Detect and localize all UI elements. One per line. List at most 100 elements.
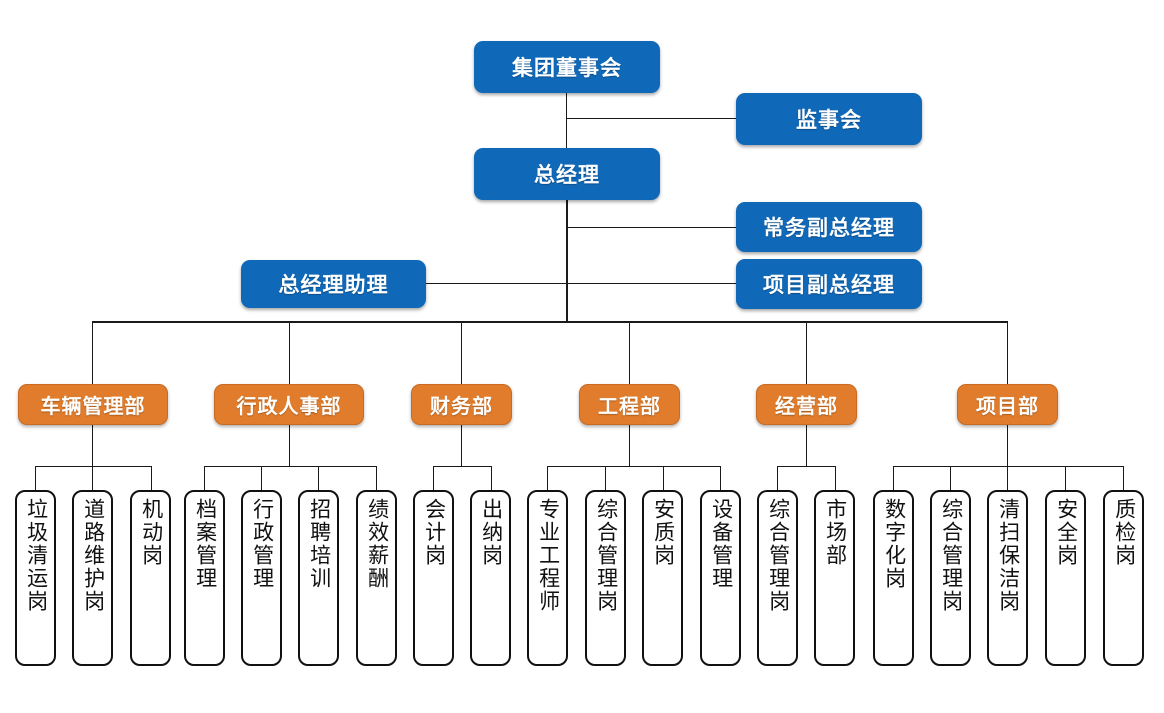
leaf-position-digitalization-label: 数字化岗 — [882, 498, 906, 590]
connector-dept-6-leaf-5 — [1123, 466, 1124, 490]
leaf-position-recruitment-training-label: 招聘培训 — [307, 498, 331, 590]
leaf-position-quality-inspection[interactable]: 质检岗 — [1103, 490, 1144, 666]
connector-bus-to-dept-1 — [92, 321, 93, 384]
leaf-position-accounting[interactable]: 会计岗 — [413, 490, 454, 666]
leaf-position-operations-general-management[interactable]: 综合管理岗 — [757, 490, 798, 666]
leaf-position-archive-management-label: 档案管理 — [193, 498, 217, 590]
leaf-position-performance-compensation[interactable]: 绩效薪酬 — [356, 490, 397, 666]
node-executive-deputy-gm-label: 常务副总经理 — [763, 217, 895, 240]
connector-bus-to-dept-2 — [289, 321, 290, 384]
leaf-position-cleaning-sanitation-label: 清扫保洁岗 — [996, 498, 1020, 613]
connector-dept-2-leaf-1 — [204, 466, 205, 490]
connector-dept-1-leaf-2 — [92, 466, 93, 490]
connector-dept-2-leaf-4 — [376, 466, 377, 490]
leaf-position-garbage-transport-label: 垃圾清运岗 — [24, 498, 48, 613]
connector-dept-3-leaf-1 — [433, 466, 434, 490]
leaf-position-garbage-transport[interactable]: 垃圾清运岗 — [15, 490, 56, 666]
connector-board-to-gm — [566, 92, 567, 150]
node-gm-assistant-label: 总经理助理 — [278, 274, 389, 297]
leaf-position-marketing[interactable]: 市场部 — [814, 490, 855, 666]
connector-dept-2-leaf-2 — [261, 466, 262, 490]
node-department-vehicle-management-label: 车辆管理部 — [40, 396, 146, 418]
connector-dept-5-leaf-1 — [777, 466, 778, 490]
node-department-admin-hr[interactable]: 行政人事部 — [214, 384, 364, 425]
leaf-position-recruitment-training[interactable]: 招聘培训 — [298, 490, 339, 666]
node-department-operations-label: 经营部 — [775, 396, 838, 418]
node-department-finance[interactable]: 财务部 — [411, 384, 512, 425]
node-supervisory-board[interactable]: 监事会 — [736, 93, 922, 145]
leaf-position-performance-compensation-label: 绩效薪酬 — [365, 498, 389, 590]
connector-dept-5-leaf-2 — [835, 466, 836, 490]
leaf-position-operations-general-management-label: 综合管理岗 — [766, 498, 790, 613]
node-executive-deputy-gm[interactable]: 常务副总经理 — [736, 202, 922, 252]
leaf-position-quality-inspection-label: 质检岗 — [1112, 498, 1136, 567]
node-general-manager-label: 总经理 — [534, 164, 600, 187]
node-department-engineering-label: 工程部 — [598, 396, 661, 418]
connector-dept-4-leaf-1 — [547, 466, 548, 490]
node-gm-assistant[interactable]: 总经理助理 — [241, 260, 426, 308]
leaf-position-project-general-management[interactable]: 综合管理岗 — [930, 490, 971, 666]
connector-dept-6-stem — [1007, 424, 1008, 466]
leaf-position-equipment-management[interactable]: 设备管理 — [700, 490, 741, 666]
connector-dept-4-leaf-2 — [605, 466, 606, 490]
leaf-position-project-general-management-label: 综合管理岗 — [939, 498, 963, 613]
leaf-position-professional-engineer-label: 专业工程师 — [536, 498, 560, 613]
node-board-of-directors-label: 集团董事会 — [512, 57, 622, 80]
connector-dept-4-bar — [547, 466, 720, 467]
leaf-position-digitalization[interactable]: 数字化岗 — [873, 490, 914, 666]
leaf-position-safety[interactable]: 安全岗 — [1045, 490, 1086, 666]
connector-dept-6-leaf-4 — [1065, 466, 1066, 490]
node-department-operations[interactable]: 经营部 — [756, 384, 857, 425]
connector-dept-1-stem — [92, 424, 93, 466]
node-department-project[interactable]: 项目部 — [957, 384, 1058, 425]
connector-bus-to-dept-3 — [461, 321, 462, 384]
node-general-manager[interactable]: 总经理 — [474, 148, 660, 200]
node-project-deputy-gm[interactable]: 项目副总经理 — [736, 259, 922, 309]
leaf-position-equipment-management-label: 设备管理 — [709, 498, 733, 590]
leaf-position-archive-management[interactable]: 档案管理 — [184, 490, 225, 666]
connector-dept-4-leaf-3 — [663, 466, 664, 490]
leaf-position-professional-engineer[interactable]: 专业工程师 — [527, 490, 568, 666]
leaf-position-safety-quality[interactable]: 安质岗 — [642, 490, 683, 666]
node-department-project-label: 项目部 — [976, 396, 1039, 418]
leaf-position-engineering-general-management[interactable]: 综合管理岗 — [585, 490, 626, 666]
node-board-of-directors[interactable]: 集团董事会 — [474, 41, 660, 93]
leaf-position-engineering-general-management-label: 综合管理岗 — [594, 498, 618, 613]
connector-dept-5-stem — [806, 424, 807, 466]
connector-bus-to-dept-6 — [1007, 321, 1008, 384]
node-project-deputy-gm-label: 项目副总经理 — [763, 274, 895, 297]
leaf-position-cleaning-sanitation[interactable]: 清扫保洁岗 — [987, 490, 1028, 666]
connector-dept-2-bar — [204, 466, 376, 467]
connector-dept-6-leaf-2 — [950, 466, 951, 490]
connector-bus-to-dept-5 — [806, 321, 807, 384]
leaf-position-flexible-duty[interactable]: 机动岗 — [130, 490, 171, 666]
connector-dept-4-stem — [629, 424, 630, 466]
connector-dept-6-leaf-1 — [893, 466, 894, 490]
connector-dept-2-leaf-3 — [318, 466, 319, 490]
node-department-vehicle-management[interactable]: 车辆管理部 — [18, 384, 168, 425]
leaf-position-road-maintenance-label: 道路维护岗 — [81, 498, 105, 613]
connector-gm-trunk — [566, 199, 568, 322]
leaf-position-admin-management[interactable]: 行政管理 — [241, 490, 282, 666]
leaf-position-safety-label: 安全岗 — [1054, 498, 1078, 567]
connector-dept-4-leaf-4 — [720, 466, 721, 490]
node-department-engineering[interactable]: 工程部 — [579, 384, 680, 425]
connector-gm-to-project-deputy — [566, 283, 737, 284]
connector-gm-to-exec-deputy — [566, 227, 737, 228]
connector-dept-6-leaf-3 — [1007, 466, 1008, 490]
connector-dept-2-stem — [289, 424, 290, 466]
connector-dept-3-bar — [433, 466, 491, 467]
leaf-position-cashier[interactable]: 出纳岗 — [470, 490, 511, 666]
leaf-position-marketing-label: 市场部 — [823, 498, 847, 567]
connector-gm-assistant-to-trunk — [425, 283, 567, 284]
connector-dept-1-leaf-1 — [35, 466, 36, 490]
connector-department-bus — [92, 321, 1008, 323]
leaf-position-road-maintenance[interactable]: 道路维护岗 — [72, 490, 113, 666]
connector-dept-6-bar — [893, 466, 1123, 467]
connector-dept-3-leaf-2 — [491, 466, 492, 490]
connector-dept-5-bar — [777, 466, 835, 467]
connector-dept-1-bar — [35, 466, 151, 467]
connector-bus-to-dept-4 — [629, 321, 630, 384]
node-department-finance-label: 财务部 — [430, 396, 493, 418]
